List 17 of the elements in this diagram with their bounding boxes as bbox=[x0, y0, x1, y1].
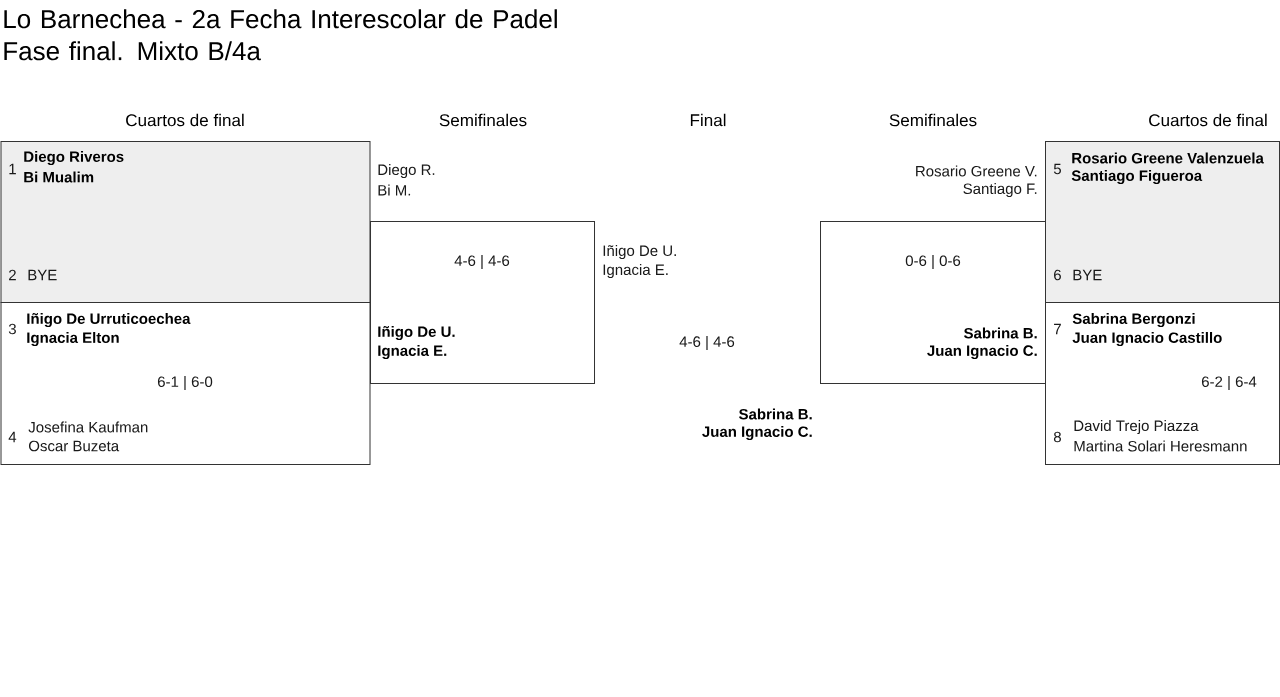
round-heading: Semifinales bbox=[439, 113, 527, 127]
node-label: Diego R. bbox=[378, 164, 435, 178]
node-label: Bi M. bbox=[378, 184, 411, 196]
team-name: Sabrina B. bbox=[739, 408, 812, 420]
match-box: 1 Diego Riveros Bi Mualim 2 BYE bbox=[0, 141, 371, 303]
round-heading: Final bbox=[690, 113, 726, 127]
match-box: 7 Sabrina Bergonzi Juan Ignacio Castillo 6-2 | 6-4 8 David Trejo Piazza Martina Solari Heresmann bbox=[1045, 302, 1280, 465]
match-box: Diego R. Bi M. 4-6 | 4-6 Iñigo De U. Ignacia E. bbox=[370, 164, 595, 384]
match-box: 5 Rosario Greene Valenzuela Santiago Figueroa 6 BYE bbox=[1045, 141, 1280, 303]
node-label: Rosario Greene V. bbox=[916, 165, 1037, 177]
score-text: 4-6 | 4-6 bbox=[679, 336, 735, 351]
title: Lo Barnechea - 2a Fecha Interescolar de Padel Fase final. Mixto B/4a bbox=[4, 9, 557, 61]
match-box: 3 Iñigo De Urruticoechea Ignacia Elton 6-1 | 6-0 4 Josefina Kaufman Oscar Buzeta bbox=[0, 302, 371, 465]
node-label: Santiago F. bbox=[963, 183, 1037, 197]
match-box: Rosario Greene V. Santiago F. 0-6 | 0-6 Sabrina B. Juan Ignacio C. bbox=[820, 165, 1046, 384]
round-heading: Semifinales bbox=[889, 113, 977, 127]
team-name: Juan Ignacio C. bbox=[702, 426, 812, 441]
